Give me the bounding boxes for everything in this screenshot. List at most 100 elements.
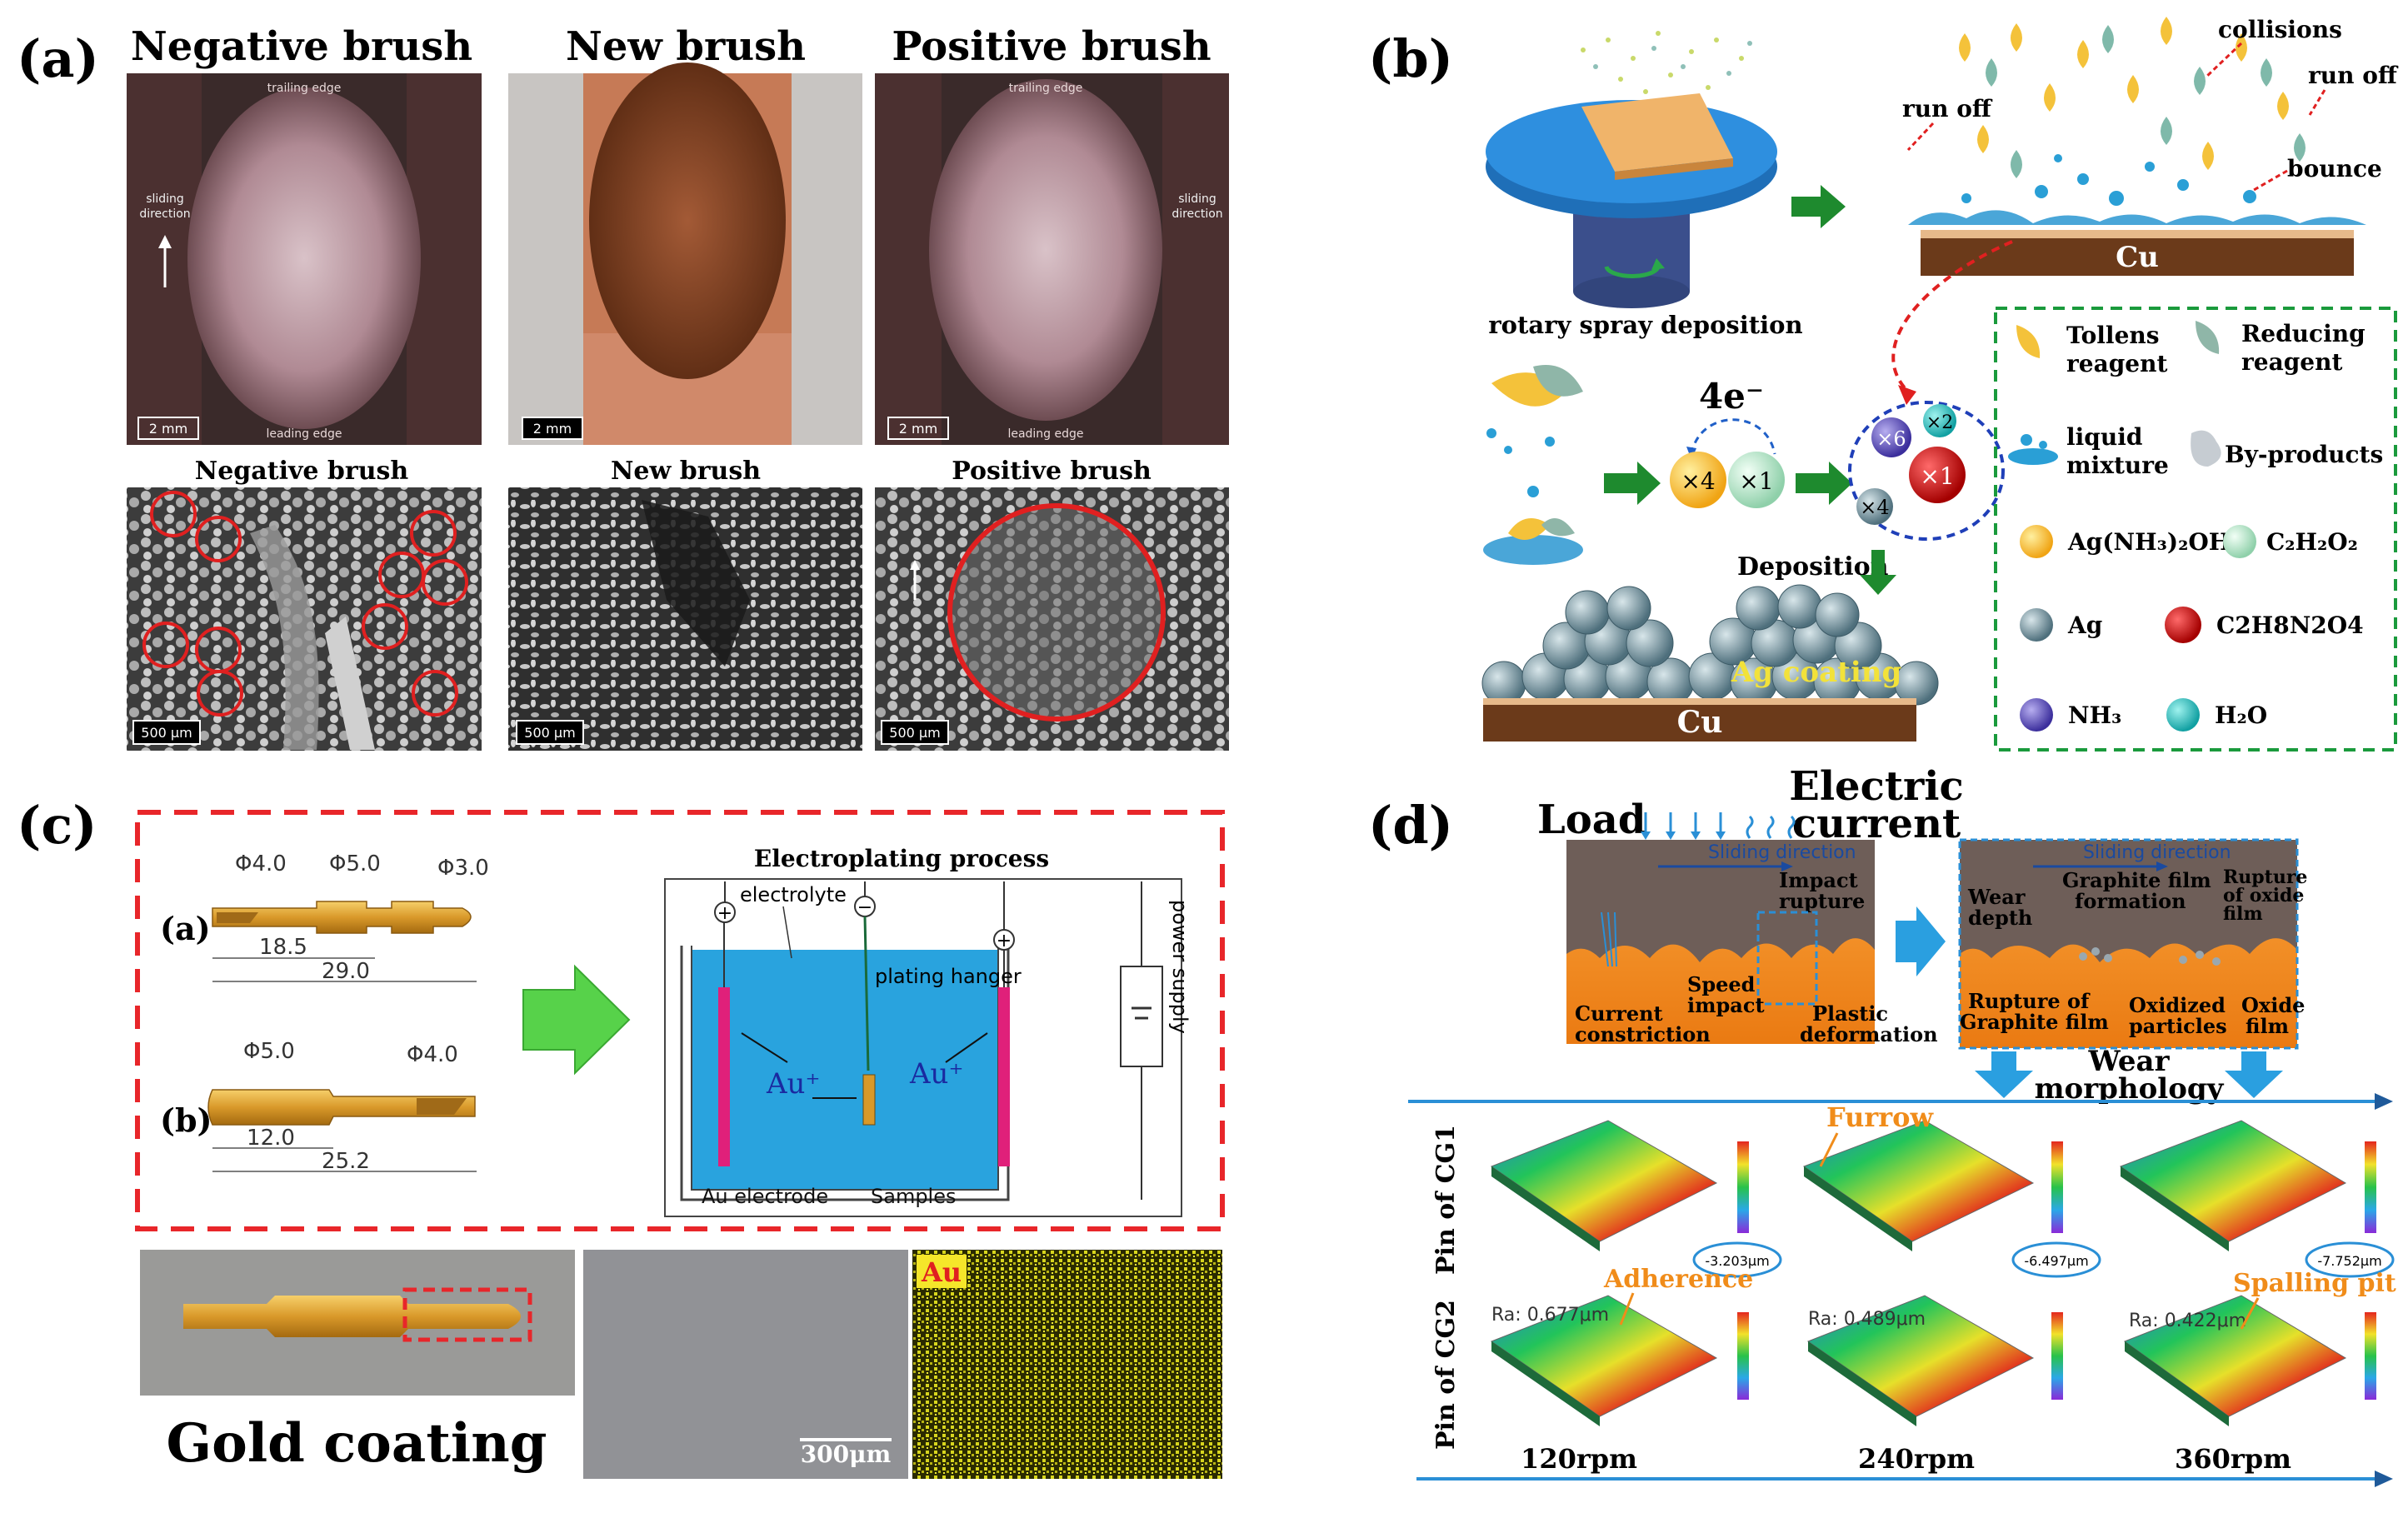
cg1-min-240: -6.497μm xyxy=(2024,1253,2088,1269)
sem-title-new: New brush xyxy=(611,457,761,486)
sliding-note: sliding xyxy=(1178,192,1216,206)
impact-rupture-2: rupture xyxy=(1779,889,1865,913)
ag-coating-stack: Ag coating Cu xyxy=(1481,584,1939,742)
title-new-brush: New brush xyxy=(566,23,806,70)
oxidized-particles-2: particles xyxy=(2129,1014,2227,1038)
scale-500um: 500 µm xyxy=(889,725,940,741)
x6-label: ×6 xyxy=(1876,427,1906,451)
scale-2mm: 2 mm xyxy=(899,421,937,437)
electrolyte-label: electrolyte xyxy=(740,883,847,906)
eds-au-map: Au xyxy=(912,1250,1222,1479)
dim-a-phi3: Φ3.0 xyxy=(437,856,489,881)
droplet-impact-scene: Cu collisions run off xyxy=(1902,16,2399,276)
dashed-curve-arrow xyxy=(1891,240,2013,393)
panel-a: (a) Negative brush New brush Positive br… xyxy=(17,23,1229,751)
sliding-note: sliding xyxy=(146,192,184,206)
agnh3-sphere-icon xyxy=(2020,525,2053,558)
legend-byproducts: By-products xyxy=(2225,441,2383,468)
ra-240: Ra: 0.489μm xyxy=(1808,1309,1926,1330)
panel-a-label: (a) xyxy=(17,28,99,89)
adherence-label: Adherence xyxy=(1603,1265,1753,1294)
sample-pin xyxy=(862,1074,876,1126)
legend-agnh3: Ag(NH₃)₂OH xyxy=(2067,528,2231,556)
speed-impact-1: Speed xyxy=(1687,972,1756,996)
power-supply-label: power supply xyxy=(1168,900,1192,1034)
ra-120: Ra: 0.677μm xyxy=(1491,1305,1609,1326)
sem-gold-surface: 300μm xyxy=(583,1250,908,1479)
rupture-oxide-3: film xyxy=(2223,903,2263,925)
pin-a-label: (a) xyxy=(160,910,211,947)
scale-2mm: 2 mm xyxy=(149,421,187,437)
dim-a-phi4: Φ4.0 xyxy=(235,851,287,876)
reducing-drop-icon xyxy=(2196,321,2220,354)
graphite-film-1: Graphite film xyxy=(2062,868,2211,892)
legend-h2o: H₂O xyxy=(2215,702,2267,729)
c2h2o2-sphere-icon xyxy=(2223,525,2256,558)
x1-label: ×1 xyxy=(1739,467,1773,495)
wear-schematic-left: Sliding direction Impact rupture Speed i… xyxy=(1566,840,1938,1046)
dim-a-phi5: Φ5.0 xyxy=(329,851,381,876)
au-electrode-left xyxy=(718,987,730,1166)
scale-2mm: 2 mm xyxy=(533,421,572,437)
dim-a-18-5: 18.5 xyxy=(259,935,307,960)
svg-text:+: + xyxy=(717,903,732,924)
impact-rupture-1: Impact xyxy=(1779,868,1858,892)
byproducts-icon xyxy=(2191,430,2221,467)
process-title: Electroplating process xyxy=(754,845,1049,872)
panel-c: (c) (a) Φ4.0 Φ5.0 Φ3.0 18.5 29.0 (b) Φ5.… xyxy=(17,795,1225,1479)
leading-edge-note: leading edge xyxy=(266,427,342,441)
panel-b-label: (b) xyxy=(1368,28,1453,89)
arrow-right-icon xyxy=(1604,462,1661,505)
pin-cg1-label: Pin of CG1 xyxy=(1431,1125,1461,1275)
run-off-label-right: run off xyxy=(2308,62,2399,89)
scale-300um: 300μm xyxy=(801,1441,892,1468)
plating-hanger-label: plating hanger xyxy=(875,965,1022,988)
speed-120: 120rpm xyxy=(1521,1443,1637,1475)
arrow-head-icon xyxy=(1898,385,1916,405)
legend-c2h8: C2H8N2O4 xyxy=(2216,612,2364,639)
electroplating-diagram: Electroplating process electrolyte + − +… xyxy=(664,845,1192,1217)
pin-b-label: (b) xyxy=(160,1101,212,1139)
tollens-drop-icon xyxy=(2016,325,2041,358)
legend-liquid-1: liquid xyxy=(2066,423,2142,451)
svg-text:+: + xyxy=(997,931,1012,951)
dim-a-29-0: 29.0 xyxy=(322,959,370,984)
rotary-spray-label: rotary spray deposition xyxy=(1488,311,1802,339)
x4-label: ×4 xyxy=(1681,467,1715,495)
x4b-label: ×4 xyxy=(1860,496,1889,519)
scale-500um: 500 µm xyxy=(141,725,192,741)
run-off-label-left: run off xyxy=(1902,95,1993,122)
ag-complex-sphere xyxy=(1670,452,1726,508)
au-electrode-right xyxy=(998,987,1010,1166)
wear-depth-1: Wear xyxy=(1967,885,2026,909)
gold-pin-photo xyxy=(140,1250,575,1396)
trailing-edge-note: trailing edge xyxy=(267,82,342,95)
arrow-down-icon xyxy=(1975,1051,2033,1098)
au-electrode-label: Au electrode xyxy=(702,1185,828,1208)
photo-negative-brush: trailing edge leading edge sliding direc… xyxy=(127,73,482,445)
cg1-maps: -3.203μm -6.497μm Furrow -7.752μm xyxy=(1490,1101,2395,1278)
sliding-direction-right: Sliding direction xyxy=(2083,842,2231,863)
trailing-edge-note: trailing edge xyxy=(1009,82,1083,95)
pin-drawing-b: (b) Φ5.0 Φ4.0 12.0 25.2 xyxy=(160,1039,477,1174)
cu-bottom-label: Cu xyxy=(1677,705,1723,740)
panel-c-label: (c) xyxy=(17,795,97,856)
sem-positive-brush: 500 µm xyxy=(875,487,1229,751)
graphite-film-2: formation xyxy=(2075,889,2186,913)
wear-morphology-1: Wear xyxy=(2088,1045,2171,1078)
title-positive-brush: Positive brush xyxy=(892,23,1211,70)
wear-depth-2: depth xyxy=(1968,906,2032,930)
sliding-direction-left: Sliding direction xyxy=(1708,842,1856,863)
panel-b: (b) rotary spray deposition xyxy=(1368,16,2399,752)
wear-schematic-right: Sliding direction Wear depth Graphite fi… xyxy=(1958,838,2307,1050)
panel-d: (d) Load Electric current Sliding direct… xyxy=(1368,763,2396,1487)
legend-nh3: NH₃ xyxy=(2068,702,2121,729)
bounce-label: bounce xyxy=(2287,155,2382,182)
rupture-graphite-2: Graphite film xyxy=(1960,1010,2109,1034)
plastic-deformation-1: Plastic xyxy=(1812,1001,1888,1026)
legend-tollens-2: reagent xyxy=(2066,350,2167,377)
oxidized-particles-1: Oxidized xyxy=(2129,993,2226,1017)
rupture-oxide-2: of oxide xyxy=(2223,885,2304,906)
current-constriction-1: Current xyxy=(1575,1001,1663,1026)
